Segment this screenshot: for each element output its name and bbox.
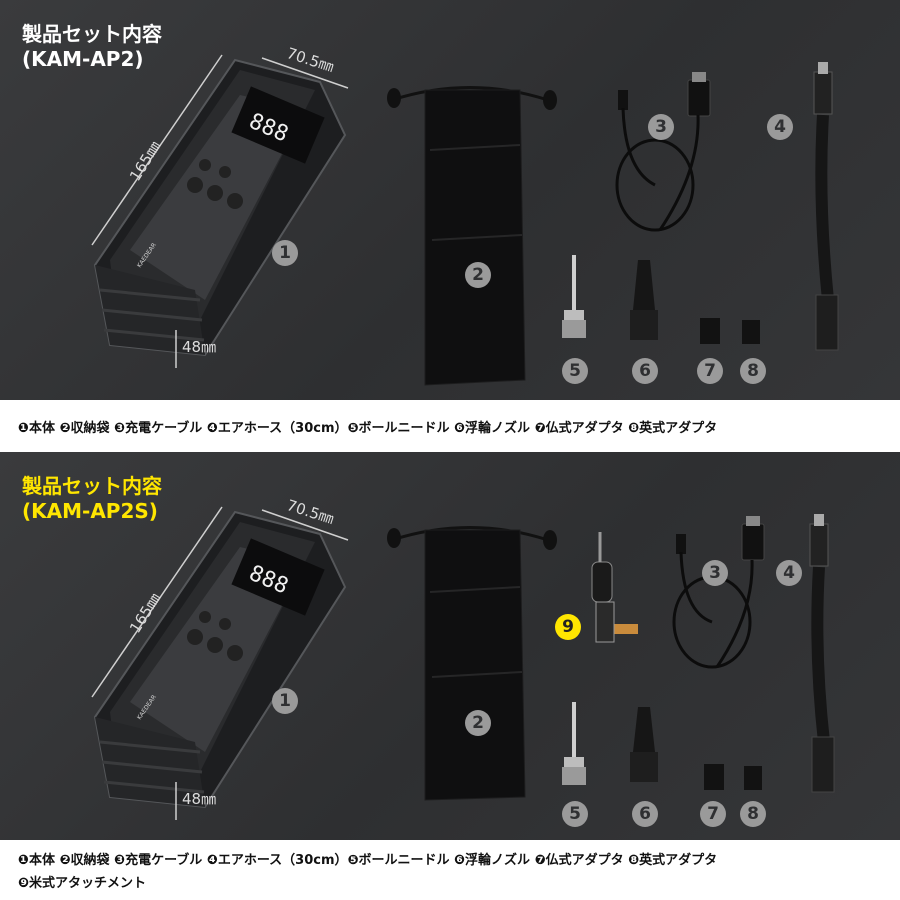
us-valve-attachment: [591, 532, 638, 643]
ball-needle: [562, 702, 586, 785]
panel-title: 製品セット内容: [22, 474, 162, 498]
number-badge-6: 6: [632, 358, 658, 384]
dunlop-adapter: [742, 320, 760, 344]
device-body: 888: [93, 510, 347, 809]
number-badge-8: 8: [740, 358, 766, 384]
charging-cable: [615, 72, 711, 232]
storage-bag: [387, 526, 557, 801]
number-badge-9: 9: [555, 614, 581, 640]
number-badge-4: 4: [767, 114, 793, 140]
product-panel-kam-ap2s: 888 KAEDEAR 70.5㎜ 165㎜ 48㎜: [0, 452, 900, 840]
number-badge-7: 7: [700, 801, 726, 827]
number-badge-3: 3: [702, 560, 728, 586]
presta-adapter: [700, 318, 720, 344]
charging-cable: [672, 516, 765, 669]
width-dimension-label: 70.5㎜: [284, 496, 336, 528]
number-badge-8: 8: [740, 801, 766, 827]
presta-adapter: [704, 764, 724, 790]
air-hose: [809, 514, 835, 793]
product-illustration: 888 KAEDEAR 70.5㎜ 165㎜ 48㎜: [91, 496, 835, 820]
number-badge-1: 1: [272, 240, 298, 266]
model-name: (KAM-AP2S): [22, 499, 158, 523]
number-badge-7: 7: [697, 358, 723, 384]
number-badge-5: 5: [562, 358, 588, 384]
product-illustration: 888 KAEDEAR 70.5㎜ 165㎜ 48㎜: [91, 44, 839, 386]
length-dimension-line: [91, 506, 223, 698]
number-badge-2: 2: [465, 262, 491, 288]
panel-title: 製品セット内容: [22, 22, 162, 46]
inflatable-nozzle: [630, 707, 658, 782]
dunlop-adapter: [744, 766, 762, 790]
storage-bag: [387, 86, 557, 386]
number-badge-3: 3: [648, 114, 674, 140]
number-badge-5: 5: [562, 801, 588, 827]
contents-caption: ❶本体 ❷収納袋 ❸充電ケーブル ❹エアホース（30cm）❺ボールニードル ❻浮…: [18, 853, 718, 868]
number-badge-2: 2: [465, 710, 491, 736]
length-dimension-line: [91, 54, 223, 246]
height-dimension-label: 48㎜: [182, 790, 216, 808]
number-badge-6: 6: [632, 801, 658, 827]
contents-caption-extra: ❾米式アタッチメント: [18, 876, 147, 891]
model-name: (KAM-AP2): [22, 47, 144, 71]
number-badge-1: 1: [272, 688, 298, 714]
device-body: 888: [93, 58, 347, 357]
height-dimension-label: 48㎜: [182, 338, 216, 356]
width-dimension-line: [261, 57, 349, 89]
width-dimension-label: 70.5㎜: [284, 44, 336, 76]
air-hose: [813, 62, 839, 351]
number-badge-4: 4: [776, 560, 802, 586]
ball-needle: [562, 255, 586, 338]
contents-caption: ❶本体 ❷収納袋 ❸充電ケーブル ❹エアホース（30cm）❺ボールニードル ❻浮…: [18, 421, 718, 436]
inflatable-nozzle: [630, 260, 658, 340]
width-dimension-line: [261, 509, 349, 541]
product-panel-kam-ap2: 888 KAEDEAR 70.5㎜ 165㎜ 48㎜: [0, 0, 900, 400]
